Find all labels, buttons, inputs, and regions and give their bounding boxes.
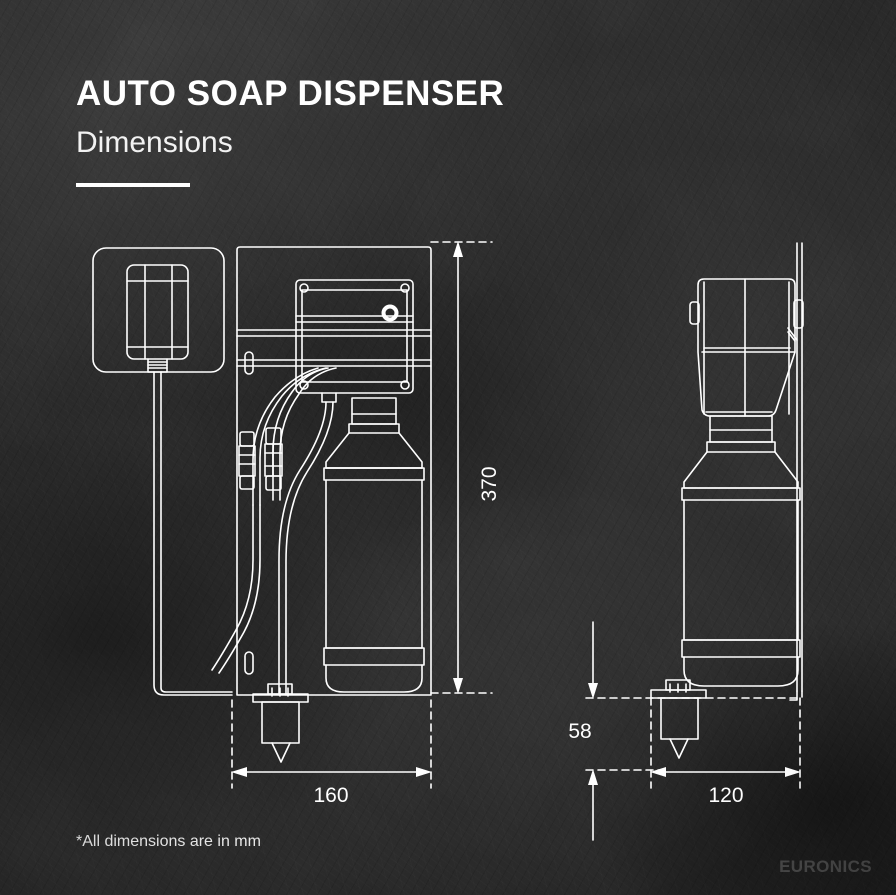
soap-bottle-front <box>323 397 425 693</box>
page-title: AUTO SOAP DISPENSER <box>76 74 505 113</box>
dimension-label-height: 370 <box>478 466 501 501</box>
brand-watermark: EURONICS <box>779 857 872 876</box>
side-view <box>585 242 804 841</box>
soap-bottle-side <box>681 415 801 687</box>
accent-divider <box>76 183 190 187</box>
front-view <box>92 241 493 789</box>
units-footnote: *All dimensions are in mm <box>76 833 261 850</box>
dimension-58 <box>585 621 801 841</box>
dimension-label-width-front: 160 <box>313 784 348 807</box>
dimension-label-nozzle-height: 58 <box>568 720 591 743</box>
dimension-160 <box>231 699 432 789</box>
dimension-370 <box>430 241 493 694</box>
dimension-label-depth: 120 <box>708 784 743 807</box>
tubing-front <box>211 367 337 696</box>
cable-connector-left <box>238 431 256 490</box>
cable-connector-right <box>264 427 283 491</box>
control-box-front <box>295 279 414 403</box>
back-plate-front <box>236 246 432 696</box>
dimension-120 <box>650 697 801 789</box>
nozzle-side <box>650 679 707 759</box>
page-subtitle: Dimensions <box>76 126 233 159</box>
nozzle-front <box>252 683 309 763</box>
power-adapter-detail <box>92 247 233 696</box>
control-head-side <box>689 278 804 417</box>
